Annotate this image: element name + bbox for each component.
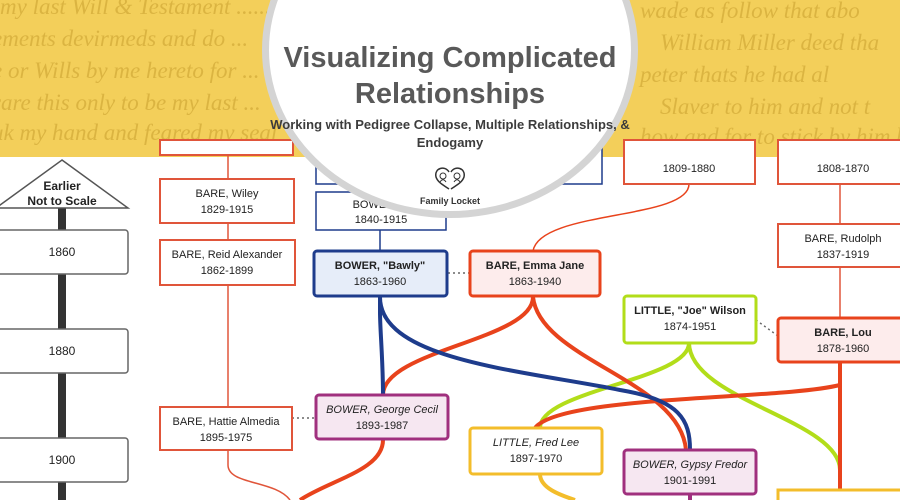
person-dates: 1893-1987 [356, 420, 409, 432]
person-name: BOWER, "Bawly" [335, 260, 426, 272]
family-line [298, 439, 385, 500]
family-line [687, 342, 842, 471]
timeline-year: 1860 [49, 245, 76, 259]
person-dates: 1863-1960 [354, 276, 407, 288]
heart-logo-icon [435, 167, 465, 190]
timeline-label-line: Earlier [43, 179, 81, 193]
person-box-joe: LITTLE, "Joe" Wilson 1874-1951 [622, 294, 758, 345]
family-line [538, 342, 691, 429]
person-box-hattie: BARE, Hattie Almedia 1895-1975 [159, 406, 293, 451]
person-name: BARE, Reid Alexander [172, 249, 283, 261]
timeline-arrow [0, 159, 131, 209]
person-name: BOWER, Gypsy Fredor [633, 459, 749, 471]
logo-text: Family Locket [419, 196, 481, 206]
connector [532, 183, 690, 252]
person-dates: 1874-1951 [664, 321, 717, 333]
connector [227, 450, 291, 500]
person-dates: 1878-1960 [817, 343, 870, 355]
person-dates: 1840-1915 [355, 214, 408, 226]
family-line [378, 296, 692, 451]
person-box-fred: LITTLE, Fred Lee 1897-1970 [468, 426, 604, 476]
person-box-lou: BARE, Lou 1878-1960 [776, 316, 900, 364]
family-line [531, 296, 688, 451]
timeline-year-box: 1900 [0, 437, 129, 483]
page-title: Visualizing Complicated Relationships [283, 42, 617, 110]
timeline-year-box: 1880 [0, 328, 129, 374]
connector [755, 319, 779, 337]
person-box-partial_left [159, 139, 294, 156]
person-dates: 1808-1870 [817, 163, 870, 175]
person-dates: 1862-1899 [201, 265, 254, 277]
person-name: BARE, Wiley [196, 188, 259, 200]
partial-box-bottom [776, 488, 900, 500]
person-name: BARE, Emma Jane [486, 260, 584, 272]
person-box-wiley: BARE, Wiley 1829-1915 [159, 178, 295, 224]
family-line [381, 296, 535, 396]
person-dates: 1901-1991 [664, 475, 717, 487]
person-dates: 1863-1940 [509, 276, 562, 288]
person-name: BARE, Lou [814, 327, 871, 339]
timeline-year: 1900 [49, 453, 76, 467]
person-box-emma: BARE, Emma Jane 1863-1940 [468, 249, 602, 298]
person-box-bawly: BOWER, "Bawly" 1863-1960 [312, 249, 449, 298]
person-dates: 1837-1919 [817, 249, 870, 261]
family-locket-logo: Family Locket [412, 166, 488, 206]
timeline-year: 1880 [49, 344, 76, 358]
person-dates: 1829-1915 [201, 204, 254, 216]
timeline-label-line: Not to Scale [27, 194, 97, 208]
person-name: BOWER, George Cecil [326, 404, 438, 416]
timeline-year-box: 1860 [0, 229, 129, 275]
person-box-george: BOWER, George Cecil 1893-1987 [314, 393, 450, 441]
person-box-reid: BARE, Reid Alexander 1862-1899 [159, 239, 296, 286]
person-box-gypsy: BOWER, Gypsy Fredor 1901-1991 [622, 448, 758, 496]
family-line [533, 383, 841, 430]
page-subtitle: Working with Pedigree Collapse, Multiple… [270, 117, 630, 150]
family-line [378, 297, 385, 396]
person-name: LITTLE, Fred Lee [493, 437, 579, 449]
person-box-p1808: 1808-1870 [777, 139, 900, 185]
person-box-p1809: 1809-1880 [623, 139, 756, 185]
person-name: BARE, Hattie Almedia [173, 416, 281, 428]
person-dates: 1809-1880 [663, 163, 716, 175]
person-name: LITTLE, "Joe" Wilson [634, 305, 746, 317]
person-dates: 1897-1970 [510, 453, 563, 465]
person-box-rudolph: BARE, Rudolph 1837-1919 [777, 223, 900, 268]
person-dates: 1895-1975 [200, 432, 253, 444]
person-name: BARE, Rudolph [804, 233, 881, 245]
family-line [538, 473, 576, 500]
